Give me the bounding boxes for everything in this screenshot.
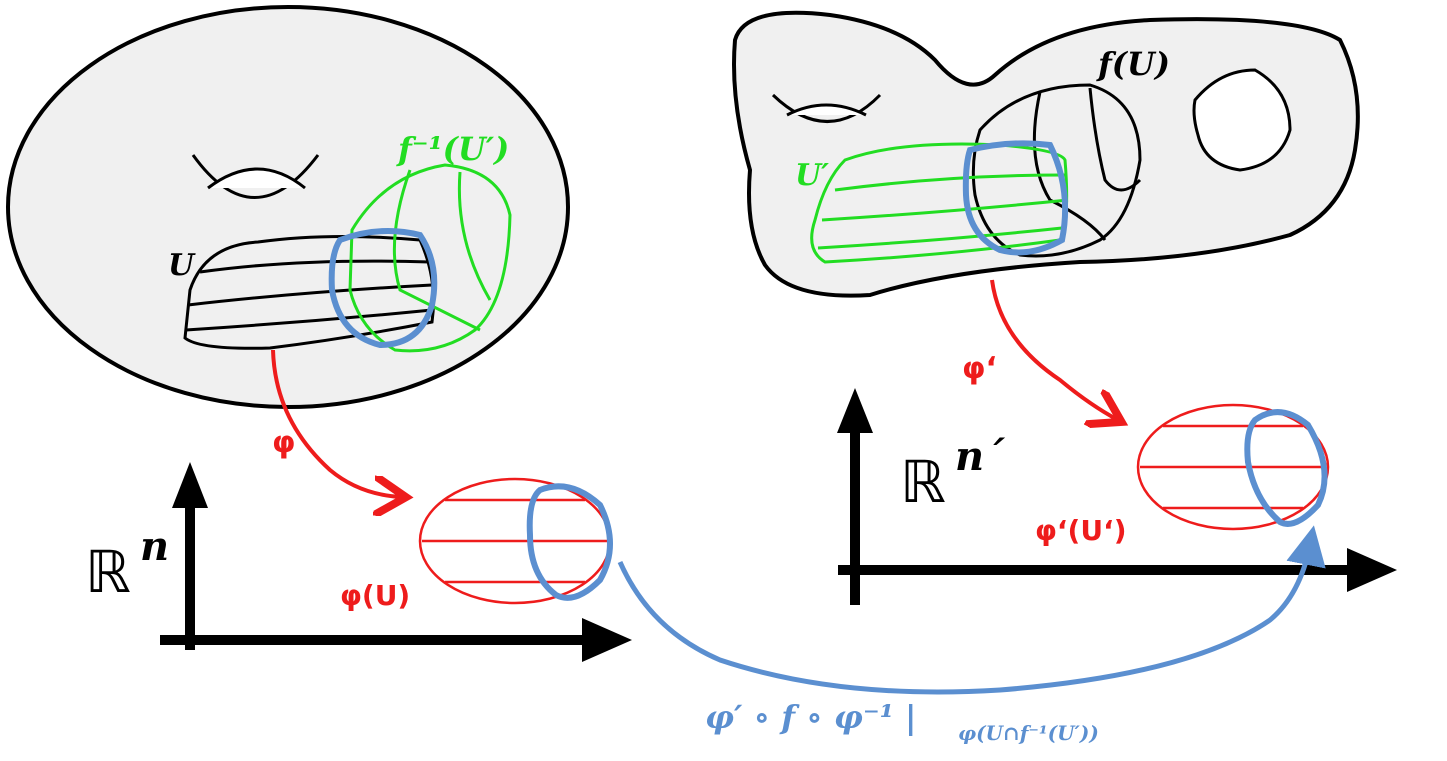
x-arrow-head-left (582, 618, 632, 662)
label-phi-u: φ(U) (340, 579, 410, 612)
image-phi-u: φ(U) (340, 477, 613, 612)
phi-prime-lines (1140, 424, 1326, 510)
label-phi: φ (272, 425, 295, 460)
phi-u-overlap (526, 483, 613, 601)
left-manifold: U f⁻¹(U′) (6, 5, 570, 409)
label-preimage: f⁻¹(U′) (396, 130, 509, 168)
right-manifold: f(U) U′ (732, 10, 1360, 298)
transition-arrow (617, 525, 1326, 695)
label-fu: f(U) (1096, 45, 1170, 83)
label-u: U (168, 248, 196, 283)
phi-prime-overlap (1244, 409, 1328, 527)
label-phi-prime: φ‘ (962, 351, 997, 386)
y-arrow-head-right (837, 388, 873, 433)
phi-u-lines (422, 498, 608, 584)
overlap-region-right (962, 140, 1069, 256)
image-region-fu (971, 83, 1142, 258)
y-arrow-head-left (172, 462, 208, 508)
label-rn-exponent: n (140, 523, 169, 570)
x-arrow-head-right (1347, 548, 1397, 592)
double-torus-hole-right (1192, 68, 1292, 172)
torus-hole-bottom (207, 167, 306, 190)
overlap-region-left (328, 228, 438, 349)
torus-outline (6, 5, 570, 409)
double-torus-hole-bottom (786, 103, 867, 117)
label-transition-main: φ′ ∘ f ∘ φ⁻¹ | (705, 698, 917, 736)
axes-rn-prime: ℝ n´ (837, 388, 1397, 605)
label-u-prime: U′ (795, 158, 829, 193)
label-rn-symbol: ℝ (85, 538, 131, 606)
double-torus-hole-top (771, 93, 882, 123)
label-rn-prime-exponent: n´ (955, 433, 1006, 480)
label-phi-prime-u-prime: φ‘(U‘) (1035, 514, 1127, 547)
image-phi-prime-u-prime: φ‘(U‘) (1035, 403, 1330, 547)
phi-prime-arrow (990, 279, 1118, 420)
label-transition-sub: φ(U∩f⁻¹(U′)) (958, 721, 1099, 745)
phi-arrow (271, 349, 402, 497)
axes-rn: ℝ n (85, 462, 632, 662)
label-rn-prime-symbol: ℝ (900, 448, 946, 516)
preimage-region (348, 163, 512, 353)
double-torus-outline (732, 10, 1360, 298)
phi-prime-ellipse (1136, 403, 1330, 531)
torus-hole-top (191, 154, 320, 199)
